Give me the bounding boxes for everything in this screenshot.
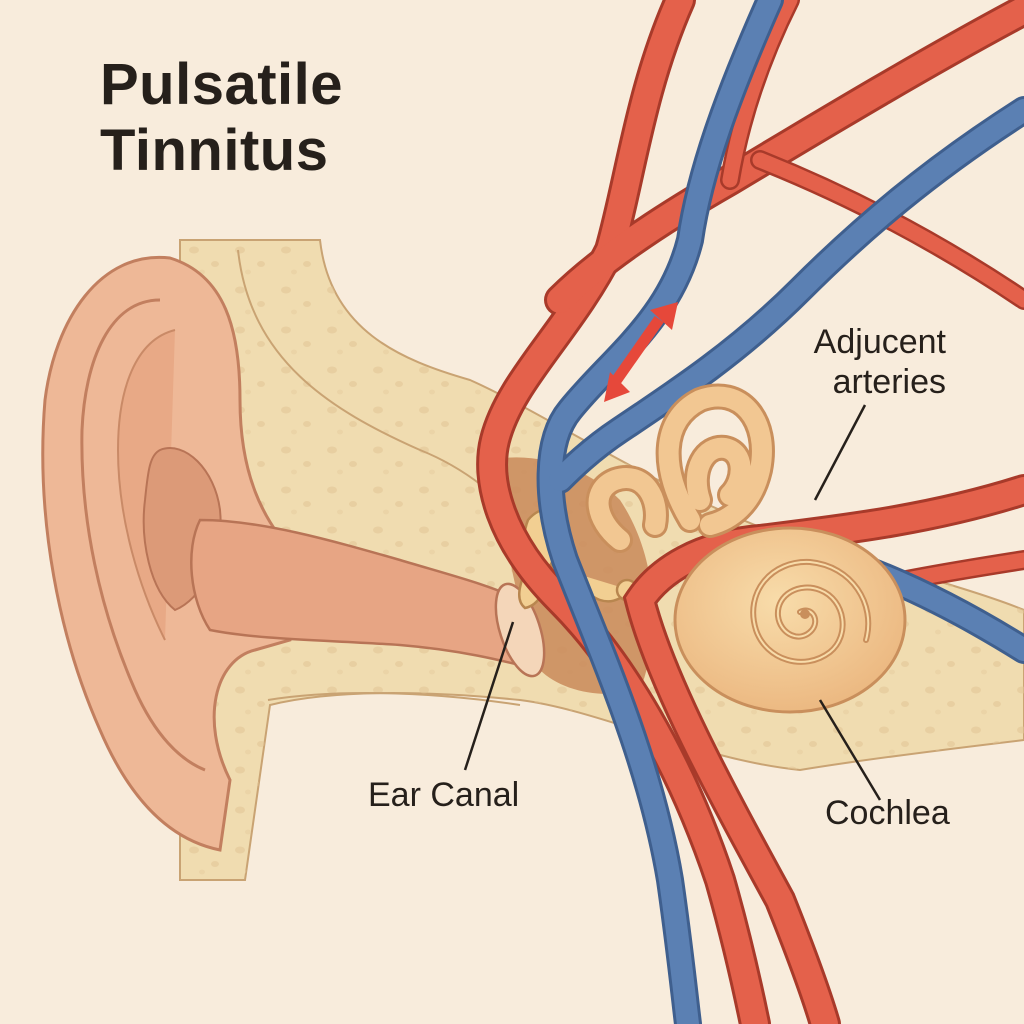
diagram-title: Pulsatile Tinnitus (100, 52, 343, 184)
arteries (476, 0, 1024, 1024)
ear-canal-label: Ear Canal (368, 776, 520, 814)
adjacent-arteries-leader-line (813, 404, 867, 501)
semicircular-canals (585, 383, 775, 553)
pulse-arrow-icon (604, 302, 678, 402)
cochlea-leader-line (818, 699, 882, 801)
adjacent-arteries-label-line-1: Adjucent (813, 323, 946, 361)
eardrum (494, 582, 546, 678)
ear-canal-leader-line (463, 621, 515, 771)
title-line-2: Tinnitus (100, 118, 329, 183)
cochlea-label: Cochlea (825, 794, 950, 832)
ear-canal (190, 518, 542, 672)
title-line-1: Pulsatile (100, 52, 344, 117)
adjacent-arteries-label: Adjucent arteries (760, 322, 946, 402)
cochlea (673, 526, 907, 714)
adjacent-arteries-label-line-2: arteries (832, 363, 946, 401)
